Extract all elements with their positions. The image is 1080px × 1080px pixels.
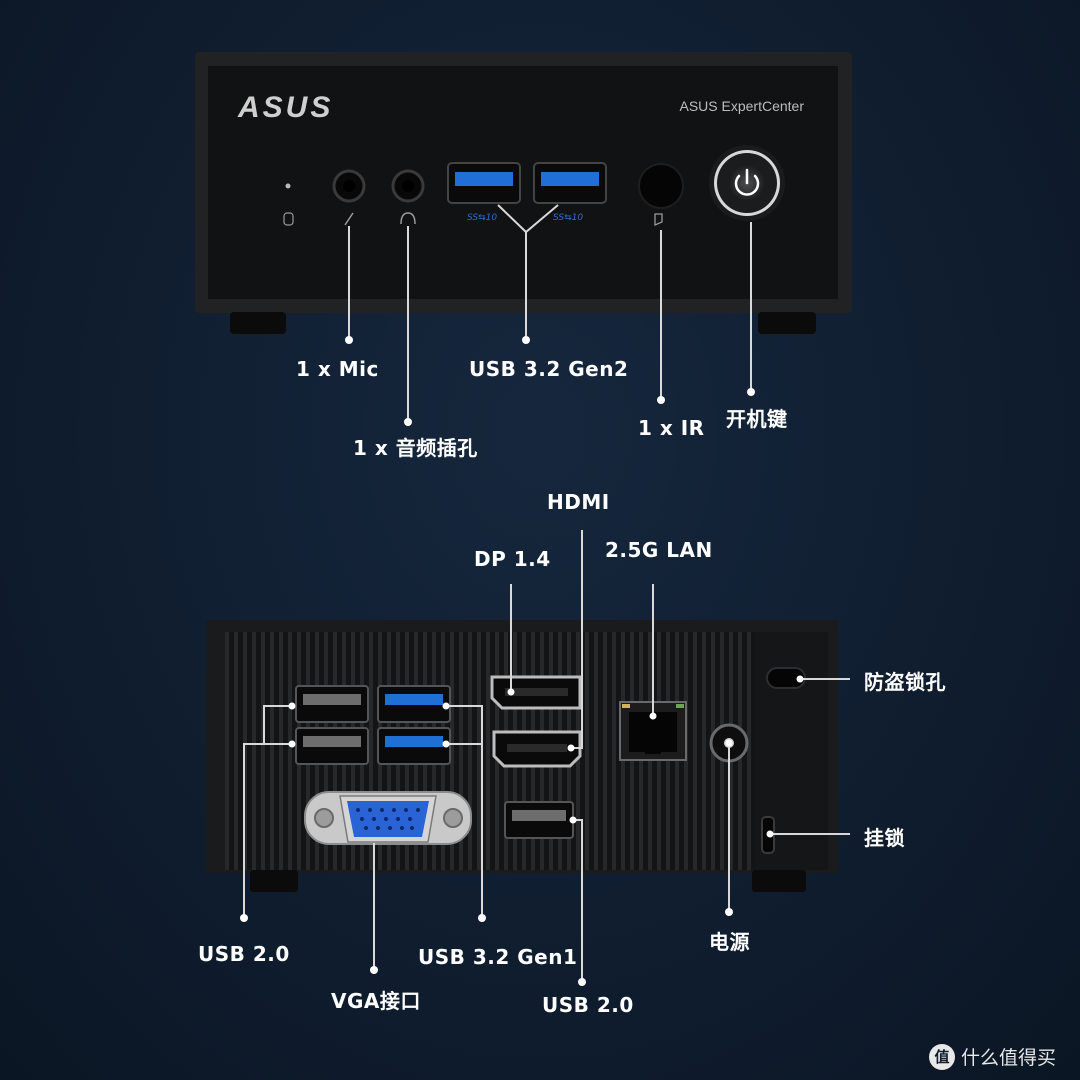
label-mic: 1 x Mic bbox=[296, 357, 379, 381]
rear-usb20-port-1 bbox=[295, 685, 369, 723]
rear-usb32-port-2 bbox=[377, 727, 451, 765]
label-usb20-center: USB 2.0 bbox=[542, 993, 634, 1017]
label-dp: DP 1.4 bbox=[474, 547, 551, 571]
ir-icon bbox=[654, 213, 663, 226]
callout-hdmi-line bbox=[571, 530, 583, 749]
front-foot-left bbox=[230, 312, 286, 334]
front-callouts bbox=[348, 204, 752, 422]
headphone-icon bbox=[400, 212, 416, 225]
mic-jack bbox=[332, 169, 366, 203]
rear-callout-dots bbox=[240, 675, 804, 986]
label-hdmi: HDMI bbox=[547, 490, 610, 514]
label-usb20-left: USB 2.0 bbox=[198, 942, 290, 966]
model-name: ASUS ExpertCenter bbox=[680, 98, 805, 114]
label-padlock: 挂锁 bbox=[864, 826, 905, 850]
rear-callouts bbox=[243, 530, 850, 982]
usb-ss-mark-1: SS⇆10 bbox=[467, 213, 497, 223]
callout-usb20-bracket bbox=[263, 705, 292, 745]
hdd-activity-icon bbox=[283, 212, 294, 226]
hdmi-port bbox=[492, 730, 582, 768]
front-foot-right bbox=[758, 312, 816, 334]
watermark-text: 什么值得买 bbox=[960, 1047, 1056, 1069]
label-audio-jack: 1 x 音频插孔 bbox=[353, 436, 478, 460]
rear-device bbox=[206, 620, 838, 892]
callout-usb32-bracket bbox=[446, 705, 483, 745]
label-ir: 1 x IR bbox=[638, 416, 705, 440]
label-power-button: 开机键 bbox=[726, 407, 788, 431]
status-led bbox=[285, 183, 291, 189]
label-usb32-gen2: USB 3.2 Gen2 bbox=[469, 357, 629, 381]
asus-logo: ASUS bbox=[237, 91, 333, 124]
watermark-logo-icon: 值 bbox=[928, 1043, 955, 1070]
power-icon bbox=[734, 168, 760, 196]
vga-port bbox=[304, 791, 472, 845]
front-callout-dots bbox=[345, 336, 755, 426]
rear-foot-left bbox=[250, 870, 298, 892]
label-dc-power: 电源 bbox=[709, 930, 750, 954]
label-kensington: 防盗锁孔 bbox=[864, 670, 946, 694]
usb-ss-mark-2: SS⇆10 bbox=[553, 213, 583, 223]
watermark: 值 什么值得买 bbox=[928, 1043, 1056, 1070]
rear-foot-right bbox=[752, 870, 806, 892]
audio-jack bbox=[391, 169, 425, 203]
front-usb-port-2 bbox=[533, 162, 607, 204]
ir-receiver bbox=[638, 163, 684, 209]
displayport-port bbox=[490, 675, 582, 710]
rear-usb32-port-1 bbox=[377, 685, 451, 723]
label-lan: 2.5G LAN bbox=[605, 538, 713, 562]
rear-usb20-port-2 bbox=[295, 727, 369, 765]
rear-usb20-port-center bbox=[504, 801, 574, 839]
front-device: SS⇆10 SS⇆10 bbox=[195, 52, 852, 334]
label-vga: VGA接口 bbox=[331, 989, 421, 1013]
label-usb32-gen1: USB 3.2 Gen1 bbox=[418, 945, 578, 969]
callout-usb20-line bbox=[243, 743, 264, 918]
front-usb-port-1 bbox=[447, 162, 521, 204]
mic-icon bbox=[344, 212, 354, 226]
